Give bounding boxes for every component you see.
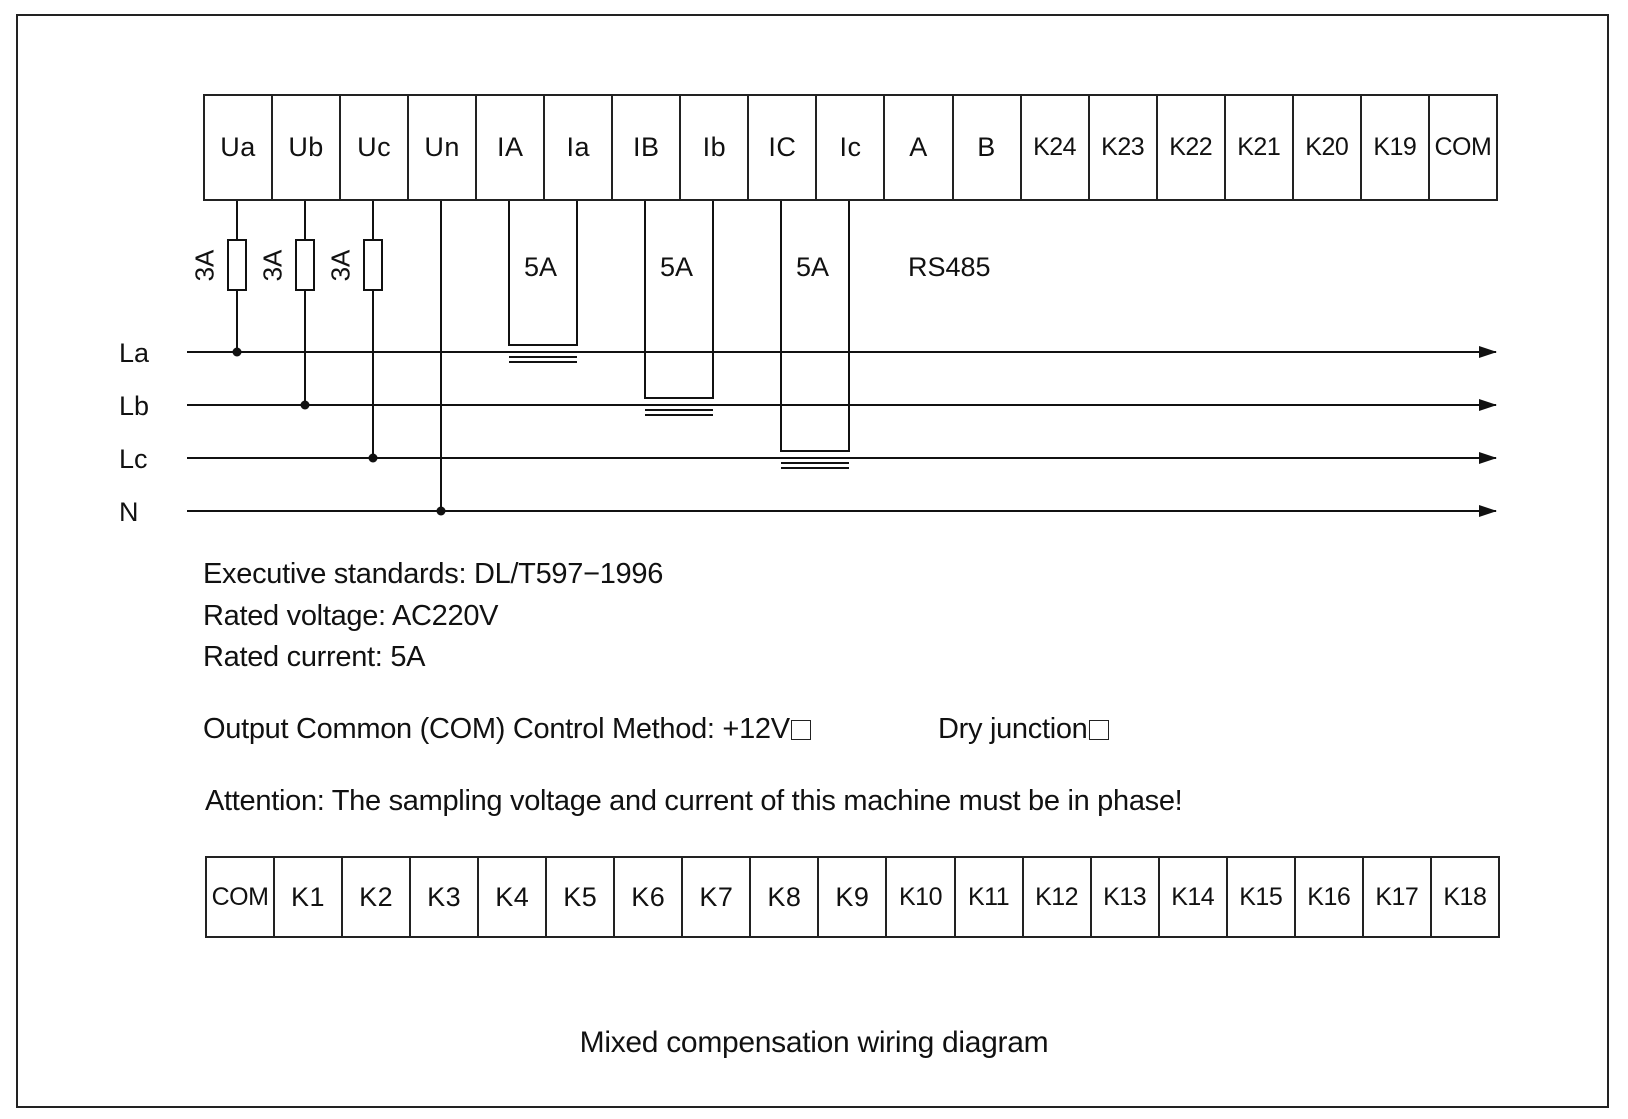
terminal-bottom-k17: K17 (1364, 858, 1432, 936)
spec-dry-junction: Dry junction (938, 713, 1109, 746)
terminal-top-ic: Ic (817, 96, 886, 199)
terminal-bottom-k3: K3 (411, 858, 480, 936)
spec-com-method: Output Common (COM) Control Method: +12V (203, 713, 811, 746)
terminal-top-ua: Ua (205, 96, 274, 199)
junction-ua (232, 347, 242, 357)
fuse-ub (295, 239, 315, 291)
line-label-lb: Lb (119, 391, 150, 421)
terminal-bottom-k1: K1 (275, 858, 344, 936)
terminal-bottom-k16: K16 (1296, 858, 1364, 936)
terminal-top-ib: IB (613, 96, 682, 199)
diagram-title: Mixed compensation wiring diagram (579, 1026, 1049, 1059)
terminal-top-k19: K19 (1362, 96, 1430, 199)
junction-un (436, 506, 446, 516)
fuse-label-ub: 3A (257, 249, 288, 282)
terminal-bottom-k12: K12 (1024, 858, 1092, 936)
fuse-label-uc: 3A (325, 249, 356, 282)
terminal-top-k22: K22 (1158, 96, 1226, 199)
terminal-top-ia: Ia (545, 96, 614, 199)
terminal-top-a: A (885, 96, 954, 199)
terminal-top-un: Un (409, 96, 478, 199)
junction-ub (300, 400, 310, 410)
terminal-bottom-k15: K15 (1228, 858, 1296, 936)
ct-label-b: 5A (660, 252, 694, 282)
line-label-lc: Lc (119, 444, 148, 474)
spec-current: Rated current: 5A (203, 641, 426, 673)
ct-label-c: 5A (796, 252, 830, 282)
terminal-top-com: COM (1434, 133, 1492, 161)
terminal-top-k24: K24 (1022, 96, 1090, 199)
diagram-frame (16, 14, 1609, 1108)
ct-loop-c (780, 201, 850, 452)
terminal-top-uc: Uc (341, 96, 410, 199)
terminal-bottom-k18: K18 (1443, 882, 1487, 911)
ct-loop-b (644, 201, 714, 399)
terminal-bottom-com: COM (207, 858, 276, 936)
spec-voltage: Rated voltage: AC220V (203, 600, 499, 632)
fuse-label-ua: 3A (189, 249, 220, 282)
dry-junction-text: Dry junction (938, 713, 1088, 745)
terminal-bottom-k10: K10 (887, 858, 956, 936)
terminal-bottom-k11: K11 (956, 858, 1024, 936)
ct-label-a: 5A (524, 252, 558, 282)
checkbox-12v (790, 720, 811, 740)
terminal-top-ic: IC (749, 96, 818, 199)
terminal-top-k21: K21 (1226, 96, 1294, 199)
rs485-label: RS485 (908, 252, 991, 282)
checkbox-dry-junction (1088, 720, 1109, 740)
terminal-top-ib: Ib (681, 96, 750, 199)
terminal-bottom-k2: K2 (343, 858, 412, 936)
terminal-top-ia: IA (477, 96, 546, 199)
terminal-bottom-k7: K7 (683, 858, 752, 936)
com-method-text: Output Common (COM) Control Method: +12V (203, 713, 790, 745)
terminal-bottom-k8: K8 (751, 858, 820, 936)
fuse-uc (363, 239, 383, 291)
terminal-bottom-k4: K4 (479, 858, 548, 936)
terminal-top-ub: Ub (273, 96, 342, 199)
terminal-bottom-k13: K13 (1092, 858, 1160, 936)
terminal-bottom-k9: K9 (819, 858, 888, 936)
terminal-top-b: B (954, 96, 1022, 199)
fuse-ua (227, 239, 247, 291)
spec-attention: Attention: The sampling voltage and curr… (205, 785, 1183, 817)
terminal-bottom-k14: K14 (1160, 858, 1228, 936)
terminal-bottom-k5: K5 (547, 858, 616, 936)
terminal-top-k20: K20 (1294, 96, 1362, 199)
line-label-la: La (119, 338, 150, 368)
junction-uc (368, 453, 378, 463)
spec-standards: Executive standards: DL/T597−1996 (203, 558, 664, 590)
line-label-n: N (119, 497, 139, 527)
terminal-top-k23: K23 (1090, 96, 1158, 199)
ct-loop-a (508, 201, 578, 346)
terminal-bottom-k6: K6 (615, 858, 684, 936)
